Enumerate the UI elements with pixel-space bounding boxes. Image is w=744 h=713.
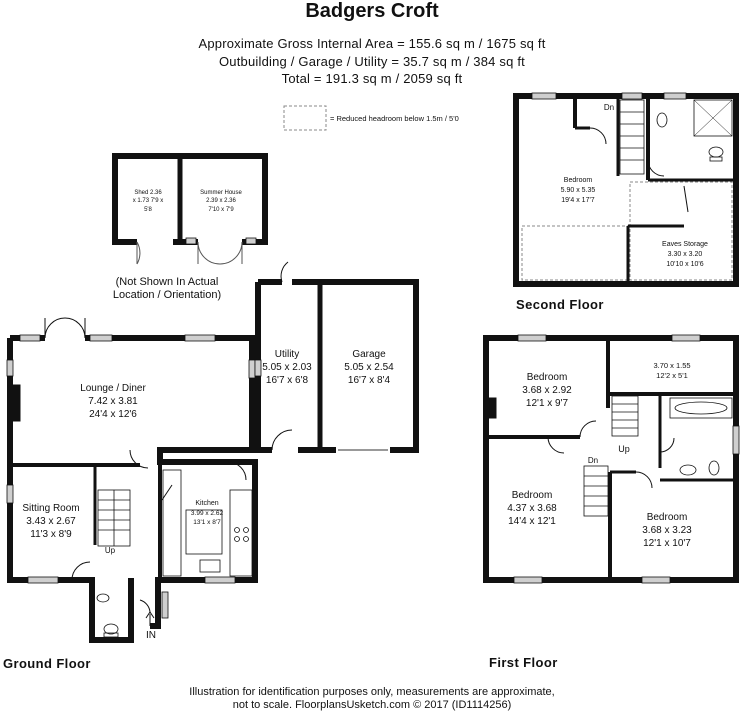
first-floor-label: First Floor xyxy=(489,655,558,670)
second-floor-plan xyxy=(513,92,739,287)
ground-stairs-up: Up xyxy=(105,546,116,555)
area-gross: Approximate Gross Internal Area = 155.6 … xyxy=(198,36,546,51)
lounge-label: Lounge / Diner xyxy=(80,383,146,394)
summer-house-label: Summer House xyxy=(200,190,242,196)
second-floor-label: Second Floor xyxy=(516,297,604,312)
outbuildings: Shed 2.36 x 1.73 7'9 x 5'8 Summer House … xyxy=(112,153,268,265)
utility-garage-plan xyxy=(254,261,419,453)
eaves-storage-size-imperial: 10'10 x 10'6 xyxy=(666,261,703,268)
ff-bedroom3-size-imperial: 12'1 x 10'7 xyxy=(643,538,691,549)
ff-bedroom3-label: Bedroom xyxy=(647,512,688,523)
sf-bedroom-size: 5.90 x 5.35 xyxy=(561,187,596,194)
sf-stairs-down: Dn xyxy=(604,103,614,112)
eaves-storage-label: Eaves Storage xyxy=(662,241,708,248)
utility-size-imperial: 16'7 x 6'8 xyxy=(266,375,309,386)
first-floor-plan xyxy=(483,334,740,584)
garage-label: Garage xyxy=(352,349,386,360)
not-shown-note-1: (Not Shown In Actual xyxy=(116,276,219,288)
kitchen-label: Kitchen xyxy=(195,500,218,507)
summer-house-size-imperial: 7'10 x 7'9 xyxy=(208,207,234,213)
ff-bedroom1-label: Bedroom xyxy=(527,372,568,383)
sitting-room-label: Sitting Room xyxy=(22,503,79,514)
property-title: Badgers Croft xyxy=(305,0,439,22)
ff-bedroom1-size-imperial: 12'1 x 9'7 xyxy=(526,398,569,409)
lounge-size-imperial: 24'4 x 12'6 xyxy=(89,409,137,420)
sitting-room-size-imperial: 11'3 x 8'9 xyxy=(30,529,72,540)
lounge-size: 7.42 x 3.81 xyxy=(88,396,138,407)
eaves-storage-size: 3.30 x 3.20 xyxy=(668,251,703,258)
shed-size-imperial: 5'8 xyxy=(144,207,152,213)
ff-small-room-size-imperial: 12'2 x 5'1 xyxy=(656,371,688,380)
sf-bedroom-size-imperial: 19'4 x 17'7 xyxy=(561,197,595,204)
entrance-label: IN xyxy=(146,630,156,641)
utility-label: Utility xyxy=(275,349,299,360)
area-outbuilding: Outbuilding / Garage / Utility = 35.7 sq… xyxy=(219,54,525,69)
ff-bedroom2-size-imperial: 14'4 x 12'1 xyxy=(508,516,556,527)
not-shown-note-2: Location / Orientation) xyxy=(113,289,221,301)
disclaimer-line-2: not to scale. FloorplansUsketch.com © 20… xyxy=(232,699,512,711)
summer-house-size: 2.39 x 2.36 xyxy=(206,198,236,204)
ground-floor-label: Ground Floor xyxy=(3,656,91,671)
entrance-arrow-icon xyxy=(145,611,155,626)
legend-text: = Reduced headroom below 1.5m / 5'0 xyxy=(330,114,459,123)
sf-bedroom-label: Bedroom xyxy=(564,177,593,184)
shed-label: Shed 2.36 xyxy=(134,190,162,196)
ff-bedroom2-label: Bedroom xyxy=(512,490,553,501)
ff-bedroom2-size: 4.37 x 3.68 xyxy=(507,503,557,514)
ff-stairs-down: Dn xyxy=(588,456,598,465)
kitchen-size-imperial: 13'1 x 8'7 xyxy=(193,519,221,526)
area-total: Total = 191.3 sq m / 2059 sq ft xyxy=(281,71,463,86)
disclaimer-line-1: Illustration for identification purposes… xyxy=(189,686,555,698)
reduced-headroom-swatch xyxy=(283,105,327,131)
kitchen-size: 3.99 x 2.62 xyxy=(191,510,224,517)
ff-stairs-up: Up xyxy=(618,444,630,454)
utility-size: 5.05 x 2.03 xyxy=(262,362,312,373)
shed-size: x 1.73 7'9 x xyxy=(133,198,164,204)
ff-small-room-size: 3.70 x 1.55 xyxy=(653,361,690,370)
sitting-room-size: 3.43 x 2.67 xyxy=(26,516,76,527)
garage-size: 5.05 x 2.54 xyxy=(344,362,394,373)
ff-bedroom3-size: 3.68 x 3.23 xyxy=(642,525,692,536)
ground-floor-plan xyxy=(6,317,258,643)
ff-bedroom1-size: 3.68 x 2.92 xyxy=(522,385,572,396)
garage-size-imperial: 16'7 x 8'4 xyxy=(348,375,391,386)
